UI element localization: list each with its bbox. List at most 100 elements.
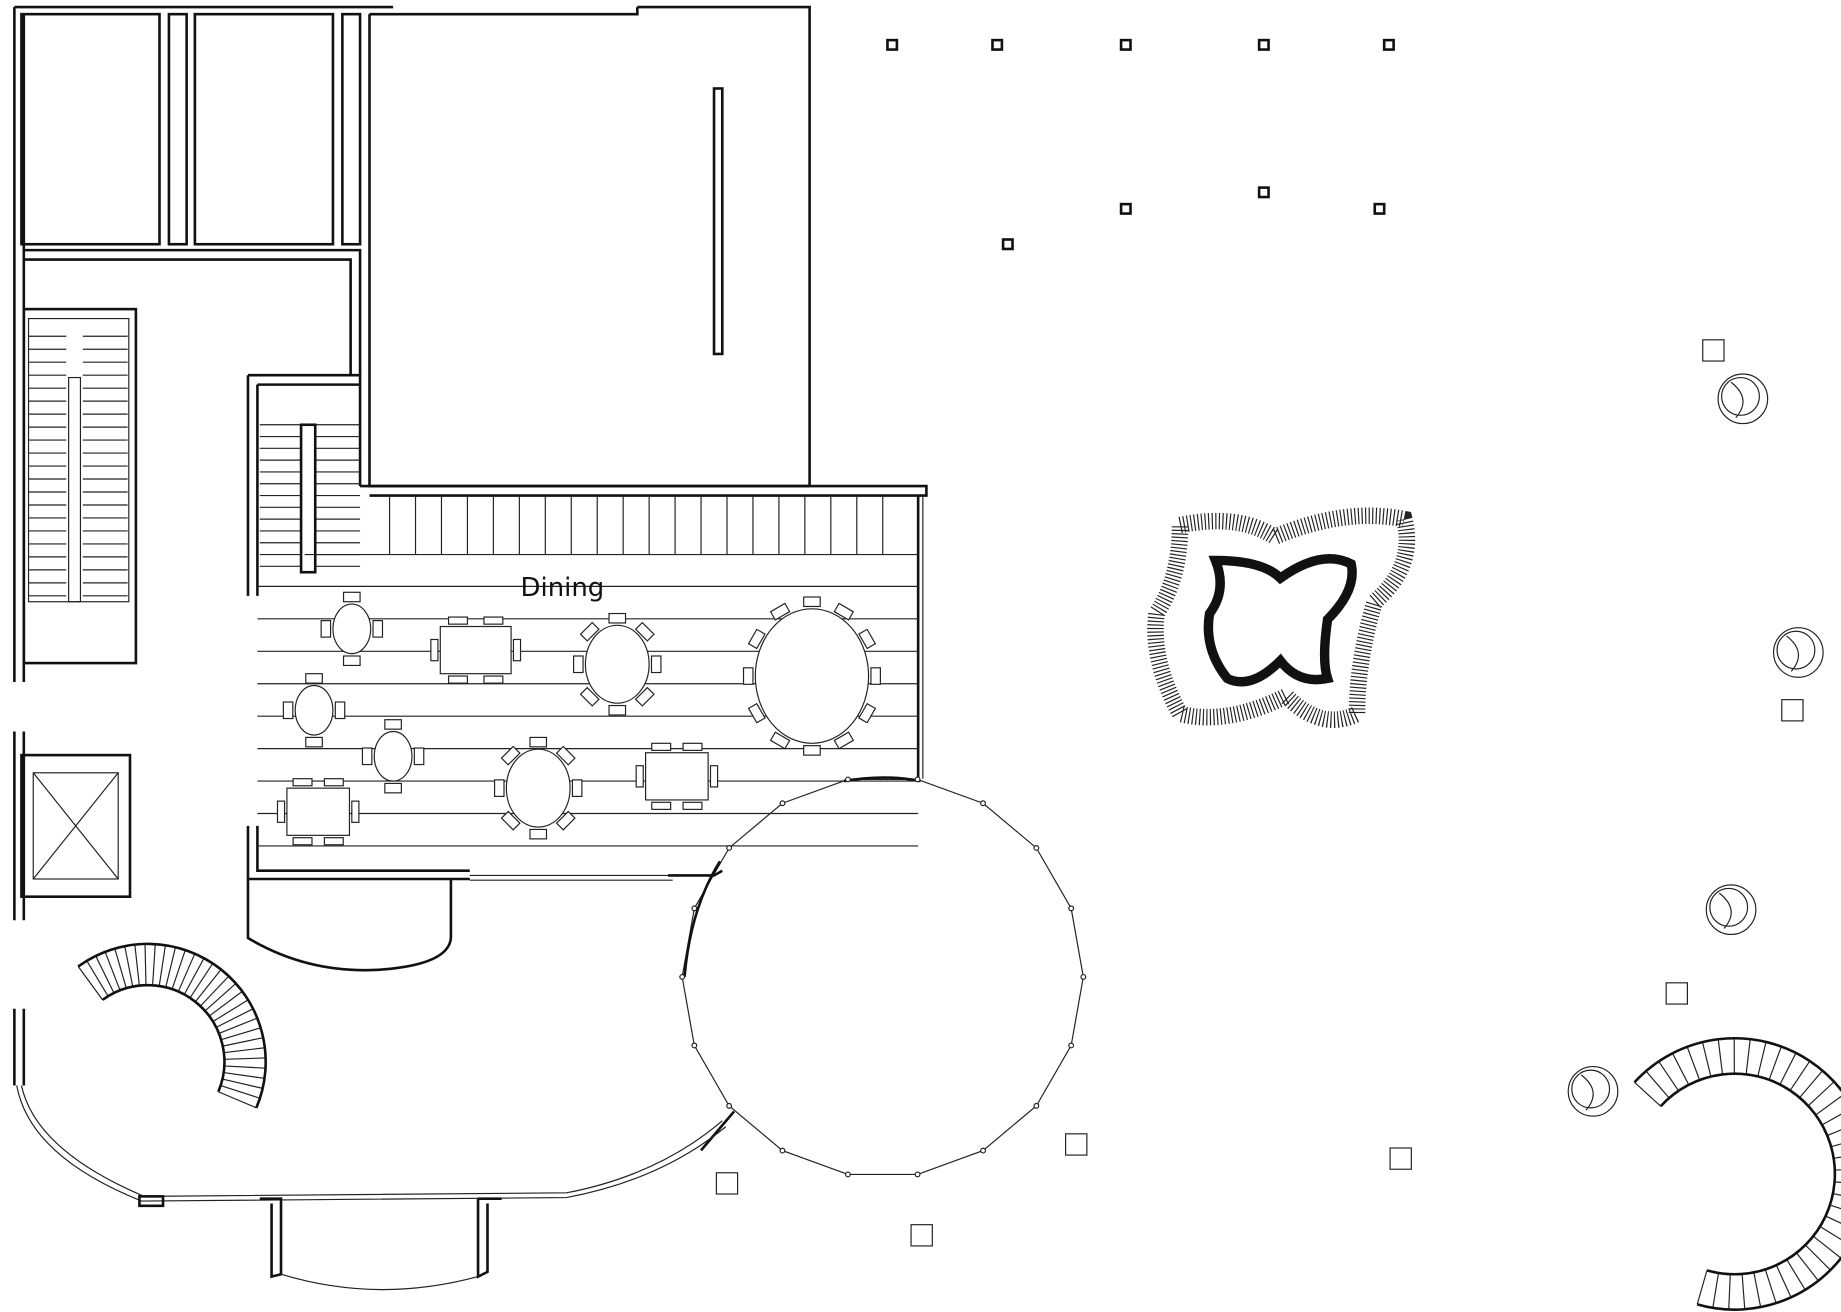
chair xyxy=(682,742,703,751)
tree-canopy xyxy=(1786,635,1799,672)
tree-icon xyxy=(1772,627,1824,678)
stair-tread xyxy=(1789,1060,1811,1091)
stair-tread xyxy=(1799,1070,1824,1098)
column xyxy=(1068,905,1075,912)
chair xyxy=(870,667,881,685)
chair xyxy=(803,596,821,608)
tree-canopy xyxy=(1730,381,1744,419)
chair xyxy=(769,731,791,750)
stair-tread xyxy=(1768,1046,1782,1080)
round-platform xyxy=(679,776,1087,1178)
column xyxy=(1068,1042,1075,1049)
column-marker xyxy=(1257,38,1270,51)
stair-tread xyxy=(1712,1272,1720,1308)
stair-tread xyxy=(1634,1081,1662,1107)
chair xyxy=(529,828,548,840)
planter xyxy=(910,1224,933,1247)
chair xyxy=(447,675,469,684)
stair-tread xyxy=(1717,1039,1724,1075)
chair xyxy=(323,778,344,787)
stair-tread xyxy=(222,1037,264,1047)
stair-tread xyxy=(124,946,134,987)
chair xyxy=(342,655,361,667)
planter xyxy=(1665,982,1688,1005)
column-markers xyxy=(886,38,1395,251)
column xyxy=(1033,1102,1040,1109)
column-marker xyxy=(886,38,899,51)
stair-tread xyxy=(1812,1235,1841,1259)
column xyxy=(844,1171,851,1178)
pond xyxy=(1147,507,1416,728)
spiral-stair-right xyxy=(1633,1037,1841,1311)
chair xyxy=(833,602,855,621)
column xyxy=(691,905,698,912)
chair xyxy=(323,837,344,846)
chair xyxy=(384,719,402,730)
stair-tread xyxy=(1821,1113,1841,1126)
chair xyxy=(483,616,504,625)
walls xyxy=(13,5,928,1086)
chair xyxy=(351,800,360,823)
stair-tread xyxy=(1829,1204,1841,1210)
stair-tread xyxy=(224,1057,266,1060)
chair xyxy=(305,673,323,684)
stair-tread xyxy=(165,947,177,988)
chair xyxy=(292,778,313,787)
chair xyxy=(858,628,877,650)
stair-tread xyxy=(199,975,230,1007)
tree-canopy xyxy=(1776,630,1816,670)
stair-rail xyxy=(299,423,317,574)
chair xyxy=(276,800,286,823)
chair xyxy=(361,747,373,766)
round-table xyxy=(294,684,334,736)
stair-tread xyxy=(223,1071,265,1079)
chair xyxy=(372,620,384,638)
stair-tread xyxy=(1686,1046,1701,1081)
chair xyxy=(579,686,600,707)
chair xyxy=(579,621,600,642)
column xyxy=(844,776,851,783)
column-marker xyxy=(991,38,1004,51)
stair-tread xyxy=(220,1084,261,1099)
chair xyxy=(682,801,703,810)
stair-tread xyxy=(1827,1129,1841,1137)
stair-tread xyxy=(218,1091,257,1109)
column-marker xyxy=(1257,186,1270,199)
tree-canopy xyxy=(1709,887,1749,927)
stair-outer-edge xyxy=(77,942,267,1109)
planter xyxy=(1781,699,1804,722)
chair xyxy=(742,667,754,685)
stair-tread xyxy=(1741,1273,1746,1310)
stair-tread xyxy=(189,963,214,999)
stair-tread xyxy=(1672,1053,1690,1086)
chair xyxy=(282,701,294,720)
stair-tread xyxy=(1779,1052,1797,1085)
curved-wall-bottom xyxy=(16,1085,727,1291)
stair-tread xyxy=(104,951,121,991)
trees xyxy=(1567,373,1824,1117)
stair-tread xyxy=(1796,1252,1819,1282)
stair-tread xyxy=(1804,1244,1831,1271)
chair xyxy=(803,745,821,756)
chair xyxy=(833,731,855,750)
stair-tread xyxy=(218,1017,258,1034)
stair-tread xyxy=(222,1078,263,1089)
stair-tread xyxy=(1815,1095,1841,1116)
column xyxy=(980,800,986,807)
tree-icon xyxy=(1567,1066,1619,1117)
stair-tread xyxy=(1753,1272,1762,1308)
chair xyxy=(769,602,791,621)
chair xyxy=(747,702,766,724)
chair xyxy=(650,655,662,674)
chair xyxy=(384,782,402,794)
spiral-stair-left xyxy=(77,942,267,1109)
chair xyxy=(571,779,583,797)
stair-tread xyxy=(1825,1215,1841,1224)
dining-furniture xyxy=(276,591,881,846)
stair-tread xyxy=(1745,1039,1751,1075)
balcony-railing xyxy=(304,495,919,556)
chair xyxy=(555,745,576,766)
column xyxy=(726,1102,733,1109)
stair-tread xyxy=(1830,1143,1841,1148)
